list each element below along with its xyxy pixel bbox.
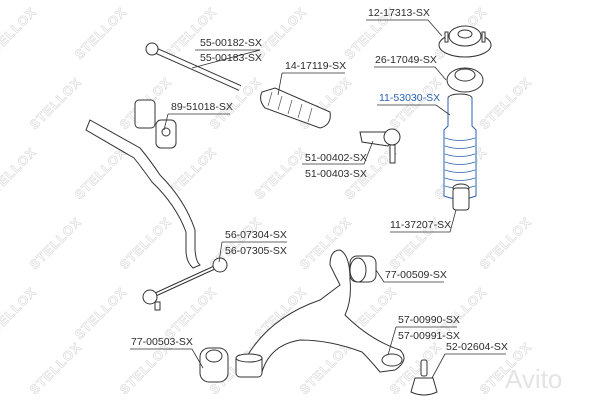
ball-joint (410, 359, 438, 396)
stabilizer-link (142, 257, 228, 311)
arm-bushing-front (349, 255, 377, 283)
watermark-text: STELLOX (72, 4, 130, 62)
label-77-00509[interactable]: 77-00509-SX (385, 269, 447, 281)
watermark-text: STELLOX (252, 144, 310, 202)
watermark-text: STELLOX (0, 284, 39, 342)
label-56-07305[interactable]: 56-07305-SX (225, 245, 287, 257)
label-56-07304[interactable]: 56-07304-SX (225, 229, 287, 241)
watermark-text: STELLOX (477, 214, 535, 272)
bump-stop (452, 183, 470, 211)
watermark-text: STELLOX (477, 74, 535, 132)
label-57-00990[interactable]: 57-00990-SX (398, 314, 460, 326)
label-55-00183[interactable]: 55-00183-SX (200, 52, 262, 64)
label-14-17119[interactable]: 14-17119-SX (285, 60, 346, 72)
avito-watermark: Avito (505, 364, 562, 394)
label-89-51018[interactable]: 89-51018-SX (171, 101, 233, 113)
tie-rod (145, 42, 242, 91)
label-11-37207[interactable]: 11-37207-SX (390, 219, 451, 231)
label-12-17313[interactable]: 12-17313-SX (368, 7, 430, 19)
watermark-text: STELLOX (27, 74, 85, 132)
label-57-00991[interactable]: 57-00991-SX (398, 330, 460, 342)
lower-control-arm (235, 249, 405, 378)
watermark-text: STELLOX (162, 284, 220, 342)
steering-boot (260, 87, 331, 129)
watermark-text: STELLOX (297, 339, 355, 397)
watermark-text: STELLOX (117, 214, 175, 272)
watermark-text: STELLOX (0, 4, 39, 62)
stabilizer-bushing (134, 99, 177, 149)
shock-boot (443, 93, 477, 200)
label-51-00402[interactable]: 51-00402-SX (305, 152, 367, 164)
watermark-text: STELLOX (0, 144, 39, 202)
tie-rod-end (359, 128, 401, 164)
arm-bushing-rear (199, 347, 229, 383)
label-26-17049[interactable]: 26-17049-SX (375, 54, 437, 66)
strut-top-mount (438, 25, 492, 58)
strut-bearing (446, 67, 484, 93)
label-11-53030[interactable]: 11-53030-SX (379, 92, 440, 104)
stabilizer-bar (85, 119, 201, 269)
watermark-text: STELLOX (72, 284, 130, 342)
label-52-02604[interactable]: 52-02604-SX (446, 341, 508, 353)
label-77-00503[interactable]: 77-00503-SX (131, 336, 193, 348)
watermark-text: STELLOX (72, 144, 130, 202)
leader-lines (130, 19, 506, 379)
watermark-text: STELLOX (27, 339, 85, 397)
label-55-00182[interactable]: 55-00182-SX (200, 37, 262, 49)
label-51-00403[interactable]: 51-00403-SX (305, 168, 367, 180)
watermark-text: STELLOX (27, 214, 85, 272)
